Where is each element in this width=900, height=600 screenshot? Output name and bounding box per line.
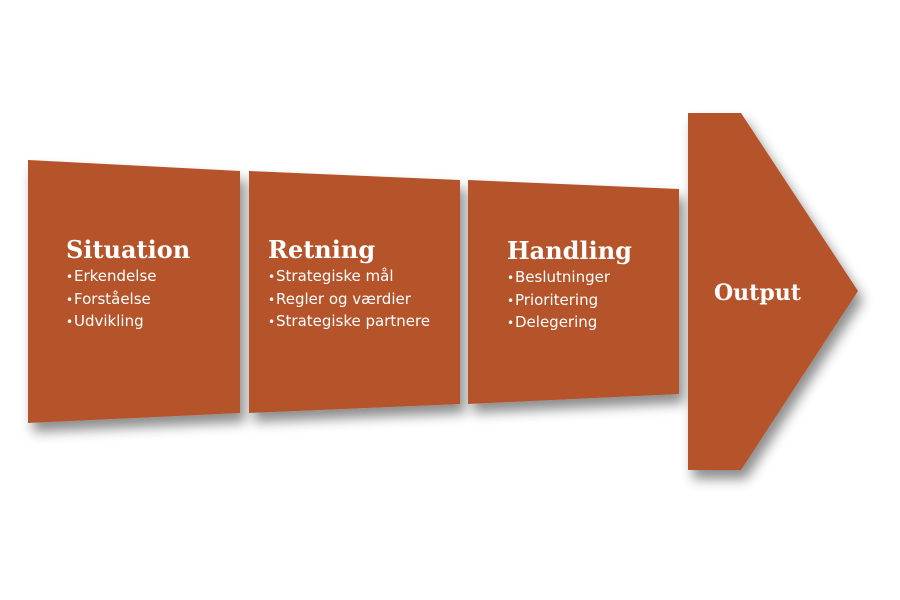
list-item: Forståelse — [66, 289, 157, 312]
handling-title: Handling — [507, 236, 632, 265]
list-item: Strategiske partnere — [268, 311, 430, 334]
list-item: Delegering — [507, 312, 610, 335]
list-item: Prioritering — [507, 290, 610, 313]
list-item: Udvikling — [66, 311, 157, 334]
situation-title: Situation — [66, 235, 191, 264]
retning-title: Retning — [268, 235, 376, 264]
situation-list: Erkendelse Forståelse Udvikling — [66, 266, 157, 334]
list-item: Erkendelse — [66, 266, 157, 289]
handling-list: Beslutninger Prioritering Delegering — [507, 267, 610, 335]
list-item: Strategiske mål — [268, 266, 430, 289]
output-label: Output — [714, 280, 801, 306]
list-item: Beslutninger — [507, 267, 610, 290]
output-arrow-shape — [688, 113, 858, 470]
list-item: Regler og værdier — [268, 289, 430, 312]
retning-list: Strategiske mål Regler og værdier Strate… — [268, 266, 430, 334]
